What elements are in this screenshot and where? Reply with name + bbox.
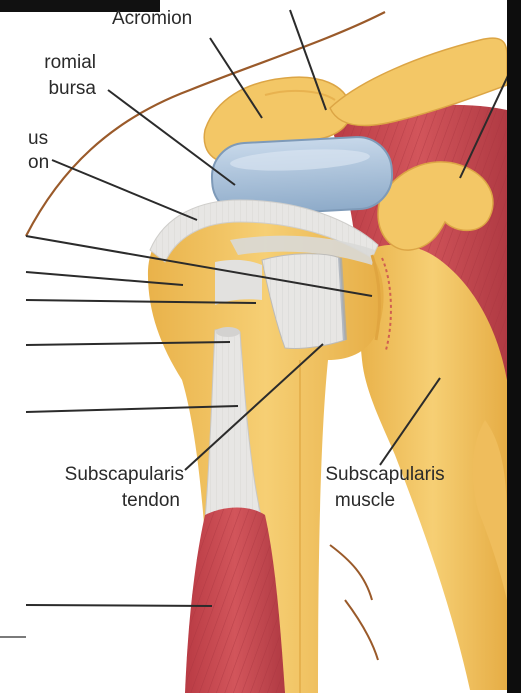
label-subscapularis-tendon-line1: Subscapularis <box>22 464 184 486</box>
label-subscapularis-muscle-line1: Subscapularis <box>300 464 470 486</box>
right-edge-bar <box>507 0 521 693</box>
label-subscapularis-muscle-line2: muscle <box>300 490 430 512</box>
label-bursa-line2: bursa <box>28 78 96 100</box>
leader-supraspinatus <box>52 160 197 220</box>
label-subscapularis-tendon-line2: tendon <box>22 490 180 512</box>
label-supraspinatus-line2: on <box>28 152 49 174</box>
skin-outline-lower <box>330 545 378 660</box>
label-acromion: Acromion <box>112 8 192 30</box>
label-supraspinatus-line1: us <box>28 128 48 150</box>
left-bottom-rule <box>0 636 26 638</box>
leader-line-f <box>26 605 212 606</box>
label-bursa-line1: romial <box>28 52 96 74</box>
